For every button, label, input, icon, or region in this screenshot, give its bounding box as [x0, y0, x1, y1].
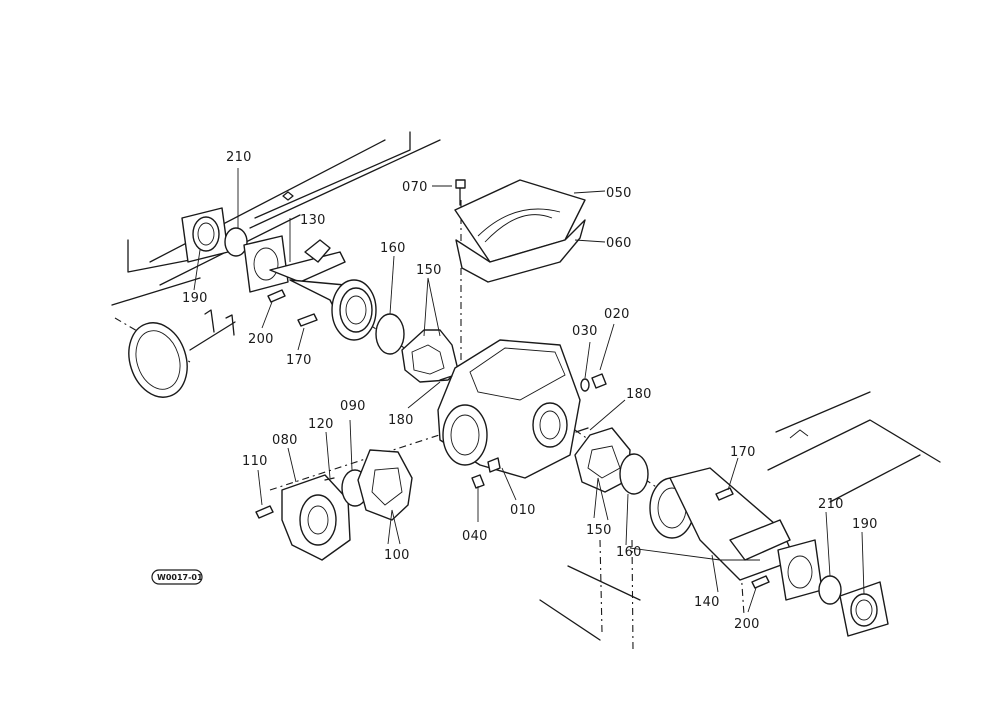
washer-030	[580, 378, 590, 392]
marker-130-top	[282, 191, 294, 201]
label-190-b: 190	[852, 517, 878, 532]
label-040: 040	[462, 529, 488, 544]
plug-040	[471, 474, 485, 489]
gasket-060	[455, 219, 586, 283]
label-200-b: 200	[734, 617, 760, 632]
label-110: 110	[242, 454, 268, 469]
flange-190-right	[839, 581, 889, 637]
bolt-110	[255, 505, 274, 519]
label-050: 050	[606, 186, 632, 201]
seal-ring-left	[128, 309, 235, 398]
leader-lines	[193, 168, 865, 613]
diagram-code-text: W0017-01	[157, 573, 203, 582]
bolt-200-left	[267, 289, 286, 303]
shim-150-right	[574, 427, 631, 493]
label-180-a: 180	[388, 413, 414, 428]
bolt-170-left	[297, 313, 318, 327]
label-060: 060	[606, 236, 632, 251]
o-ring-210-right	[818, 575, 842, 605]
axle-housing-130	[243, 235, 377, 341]
label-180-b: 180	[626, 387, 652, 402]
pin-120	[324, 477, 335, 481]
label-210-b: 210	[818, 497, 844, 512]
label-170-a: 170	[286, 353, 312, 368]
label-030: 030	[572, 324, 598, 339]
axle-housing-140	[649, 467, 823, 601]
bolt-070	[455, 179, 466, 206]
label-080: 080	[272, 433, 298, 448]
bolt-200-right	[751, 575, 770, 589]
shim-150-left	[401, 329, 459, 383]
part-labels: 210 130 070 050 060 160 150 190 200 170 …	[182, 150, 878, 632]
label-100: 100	[384, 548, 410, 563]
plug-020	[591, 373, 607, 389]
label-090: 090	[340, 399, 366, 414]
label-130: 130	[300, 213, 326, 228]
bolt-170-right	[715, 487, 734, 501]
label-140: 140	[694, 595, 720, 610]
label-150-a: 150	[416, 263, 442, 278]
top-cover-050	[454, 179, 586, 263]
main-housing-010	[437, 339, 581, 479]
shim-100	[357, 449, 413, 521]
label-160-b: 160	[616, 545, 642, 560]
label-210-a: 210	[226, 150, 252, 165]
pin-180-right	[575, 427, 589, 433]
label-160-a: 160	[380, 241, 406, 256]
o-ring-160-right	[619, 453, 649, 495]
label-020: 020	[604, 307, 630, 322]
label-170-b: 170	[730, 445, 756, 460]
label-200-a: 200	[248, 332, 274, 347]
diagram-code-badge: W0017-01	[151, 569, 203, 585]
label-190-a: 190	[182, 291, 208, 306]
label-070: 070	[402, 180, 428, 195]
pin-180-left	[439, 375, 453, 381]
flange-190-left	[181, 207, 229, 263]
o-ring-210-left	[224, 227, 248, 257]
side-cover-080	[281, 474, 351, 561]
label-120: 120	[308, 417, 334, 432]
label-010: 010	[510, 503, 536, 518]
o-ring-160-left	[375, 313, 405, 355]
label-150-b: 150	[586, 523, 612, 538]
